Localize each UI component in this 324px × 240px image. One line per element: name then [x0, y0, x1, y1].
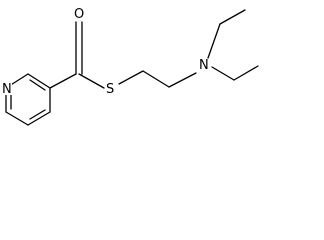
ring-bond-c6-c1 [27, 73, 51, 89]
bond-ch2-to-amine-n [168, 72, 197, 88]
molecule-svg: N O S N [1, 7, 259, 126]
oxygen-label: O [74, 7, 84, 22]
bond-ethyl2-ch2-to-ch3 [233, 65, 259, 81]
ring-bond-c4-c5 [27, 111, 51, 126]
bond-ring-to-carbonyl [49, 73, 77, 89]
pyridine-ring [5, 73, 51, 126]
bond-ch2-to-ch2 [142, 70, 170, 88]
bond-carbonyl-to-sulfur [78, 73, 105, 89]
structure-diagram: N O S N [1, 7, 259, 126]
ring-nitrogen-label: N [2, 82, 12, 97]
bond-sulfur-to-ch2 [118, 70, 144, 85]
ring-double-bond-inner-3 [29, 79, 46, 91]
bond-amine-to-ethyl1-ch2 [207, 23, 221, 59]
sulfur-label: S [106, 82, 114, 97]
ring-bond-c3-c4 [5, 111, 29, 126]
bond-ethyl1-ch2-to-ch3 [219, 9, 246, 25]
bond-amine-to-ethyl2-ch2 [211, 66, 235, 81]
ring-double-bond-inner-2 [29, 109, 46, 120]
ring-nitrogen-mask [1, 81, 12, 95]
amine-nitrogen-label: N [199, 58, 209, 73]
